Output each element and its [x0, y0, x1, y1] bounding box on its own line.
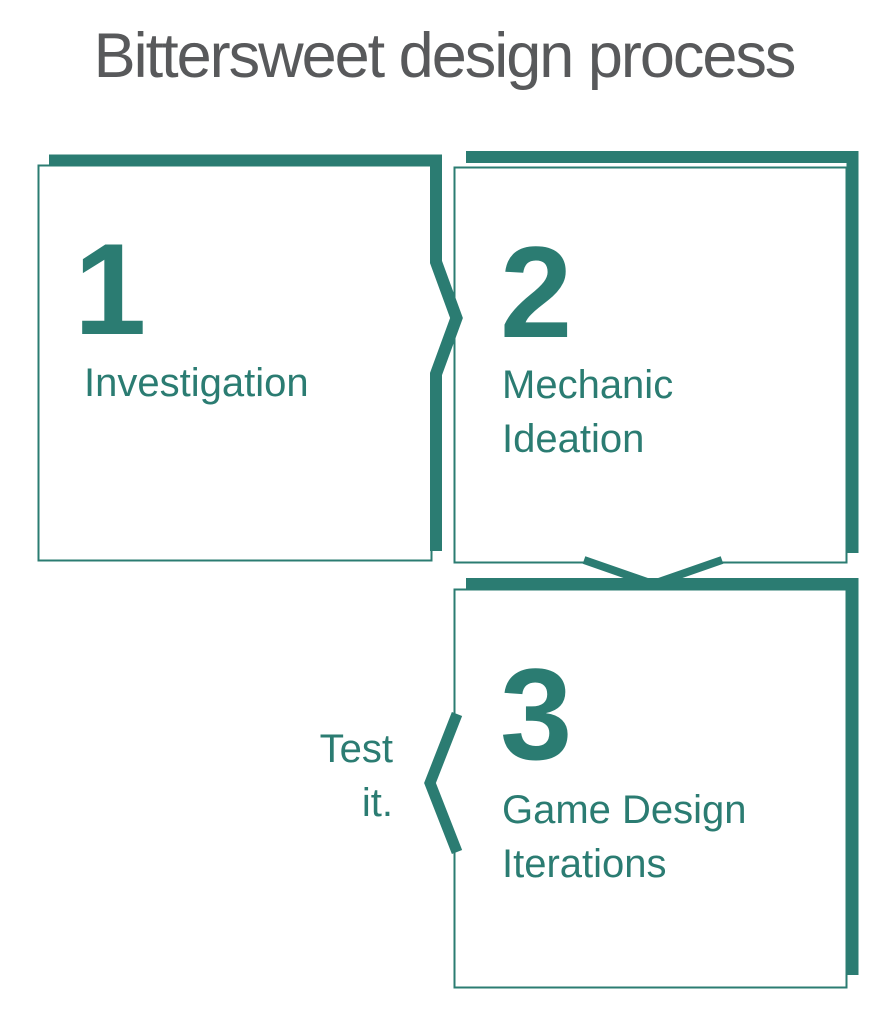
step-1-number: 1 [74, 216, 147, 362]
step-3-number: 3 [500, 641, 573, 787]
arrow-left-chevron [424, 711, 463, 855]
step-2-box-outline [453, 166, 848, 564]
step-2-label: Mechanic Ideation [502, 363, 674, 461]
step-3-shadow-bar [466, 578, 859, 975]
step-3-label: Game Design Iterations [502, 788, 747, 886]
test-it-annotation: Test it. [319, 727, 393, 825]
page-title: Bittersweet design process [93, 21, 797, 91]
step-2-number: 2 [500, 219, 573, 365]
step-2-shadow-bar [466, 151, 859, 553]
step-1-shadow-arrow-right [49, 154, 463, 551]
step-1-label: Investigation [84, 361, 309, 405]
